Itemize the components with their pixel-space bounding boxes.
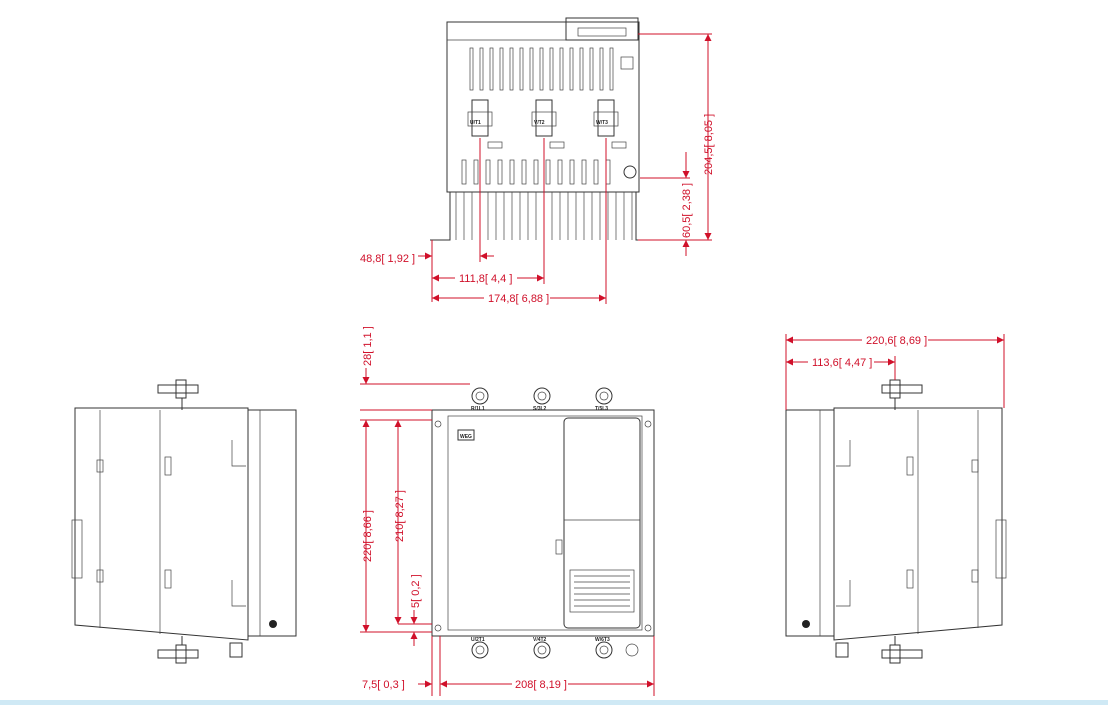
dim-offset-right: 174,8[ 6,88 ] [488, 293, 549, 305]
svg-text:WEG: WEG [460, 434, 472, 440]
left-side-view [71, 379, 297, 664]
svg-text:S/3L2: S/3L2 [533, 406, 547, 412]
bottom-bar [0, 700, 1108, 705]
dim-width-mount: 208[ 8,19 ] [515, 679, 567, 691]
top-terminal-1: U/T1 [467, 99, 493, 137]
svg-text:T/5L3: T/5L3 [595, 406, 608, 412]
dim-height-total: 204,5[ 8,05 ] [703, 114, 715, 175]
svg-text:U/T1: U/T1 [470, 120, 481, 126]
dim-offset-mid: 111,8[ 4,4 ] [459, 273, 512, 285]
left-top-bolt-icon [157, 379, 199, 410]
svg-text:W/T3: W/T3 [596, 120, 608, 126]
dim-depth-total: 220,6[ 8,69 ] [866, 335, 927, 347]
top-vents [469, 47, 614, 91]
dim-height-mount: 210[ 8,27 ] [394, 490, 406, 542]
right-top-bolt-icon [881, 379, 923, 410]
front-view-dimensions: 28[ 1,1 ] 220[ 8,66 ] 210[ 8,27 ] 5[ 0,2… [360, 326, 655, 696]
dim-offset-left: 48,8[ 1,92 ] [360, 253, 415, 265]
front-view: WEG R/1L1 S/3L2 T/5L3 U/2T1 V/4T2 W/6T3 [360, 326, 655, 696]
right-side-view: 220,6[ 8,69 ] 113,6[ 4,47 ] [785, 332, 1007, 664]
dim-bottom-offset: 5[ 0,2 ] [410, 574, 422, 608]
dim-left-offset: 7,5[ 0,3 ] [362, 679, 405, 691]
svg-text:W/6T3: W/6T3 [595, 637, 610, 643]
screw-icon-right [802, 620, 810, 628]
lower-vents [461, 159, 611, 185]
top-terminal-2: V/T2 [531, 99, 557, 137]
top-view-dimensions: 204,5[ 8,05 ] 60,5[ 2,38 ] 48,8[ 1,92 ] … [360, 33, 715, 305]
left-bottom-bolt-icon [157, 636, 243, 664]
dim-top-offset: 28[ 1,1 ] [362, 326, 374, 366]
dim-height-total-front: 220[ 8,66 ] [362, 510, 374, 562]
svg-text:V/T2: V/T2 [534, 120, 545, 126]
dim-height-ground: 60,5[ 2,38 ] [681, 183, 693, 238]
top-view: U/T1 V/T2 W/T3 [360, 17, 715, 305]
keypad-table [574, 575, 630, 607]
dim-depth-terminal: 113,6[ 4,47 ] [812, 357, 872, 369]
weg-logo [457, 429, 475, 441]
screw-icon [269, 620, 277, 628]
svg-text:U/2T1: U/2T1 [471, 637, 485, 643]
heatsink-fins [430, 192, 656, 241]
right-view-dimensions: 220,6[ 8,69 ] 113,6[ 4,47 ] [785, 332, 1005, 410]
top-terminal-3: W/T3 [593, 99, 619, 137]
ground-screw-icon [623, 165, 637, 179]
svg-text:V/4T2: V/4T2 [533, 637, 547, 643]
front-bottom-terminals: U/2T1 V/4T2 W/6T3 [471, 637, 639, 659]
front-top-terminals: R/1L1 S/3L2 T/5L3 [471, 387, 613, 412]
svg-text:R/1L1: R/1L1 [471, 406, 485, 412]
right-bottom-bolt-icon [835, 636, 923, 664]
